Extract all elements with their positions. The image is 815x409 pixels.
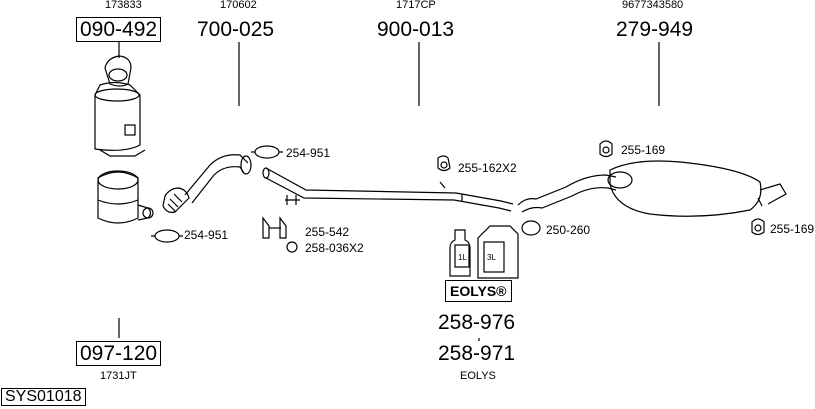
hanger-255-162[interactable] xyxy=(437,155,463,202)
ref-170602: 170602 xyxy=(220,0,257,11)
label-255-162x2[interactable]: 255-162X2 xyxy=(458,161,517,175)
hanger-255-169-right[interactable] xyxy=(751,218,765,236)
part-258-971[interactable]: 258-971 xyxy=(438,342,516,365)
label-254-951-top[interactable]: 254-951 xyxy=(286,146,331,160)
label-250-260[interactable]: 250-260 xyxy=(546,223,591,237)
ref-eolys: EOLYS xyxy=(460,370,496,382)
rubber-258-036[interactable] xyxy=(286,241,298,253)
label-255-169-top[interactable]: 255-169 xyxy=(621,143,666,157)
part-279-949[interactable]: 279-949 xyxy=(616,18,694,41)
clamp-250-260[interactable] xyxy=(521,220,541,236)
ref-173833: 173833 xyxy=(105,0,142,11)
clamp-254-951-bottom[interactable] xyxy=(151,229,183,243)
hanger-255-169-top[interactable] xyxy=(599,140,613,158)
part-258-976[interactable]: 258-976 xyxy=(438,311,516,334)
ref-1717cp: 1717CP xyxy=(396,0,436,11)
part-090-492[interactable]: 090-492 xyxy=(76,17,162,42)
front-pipe[interactable] xyxy=(162,154,252,213)
middle-pipe[interactable] xyxy=(262,167,514,212)
bottle-3l-label: 3L xyxy=(487,253,496,262)
label-255-169-right[interactable]: 255-169 xyxy=(770,222,815,236)
rear-silencer[interactable] xyxy=(517,160,787,217)
dpf-unit[interactable] xyxy=(97,170,154,224)
system-id: SYS01018 xyxy=(1,388,86,406)
catalyst-assembly[interactable] xyxy=(94,55,146,157)
label-258-036x2[interactable]: 258-036X2 xyxy=(305,241,364,255)
clamp-254-951-top[interactable] xyxy=(251,145,283,159)
bracket-255-542[interactable] xyxy=(262,216,287,239)
eolys-bottle-1l[interactable] xyxy=(449,229,471,277)
part-700-025[interactable]: 700-025 xyxy=(197,18,275,41)
ref-1731jt: 1731JT xyxy=(100,370,137,382)
eolys-bottle-3l[interactable] xyxy=(477,225,519,279)
eolys-logo: EOLYS® xyxy=(445,280,512,302)
bottle-1l-label: 1L xyxy=(458,253,467,262)
label-255-542[interactable]: 255-542 xyxy=(305,225,350,239)
ref-9677343580: 9677343580 xyxy=(622,0,684,11)
part-097-120[interactable]: 097-120 xyxy=(76,341,162,366)
label-254-951-bottom[interactable]: 254-951 xyxy=(184,228,229,242)
part-900-013[interactable]: 900-013 xyxy=(377,18,455,41)
